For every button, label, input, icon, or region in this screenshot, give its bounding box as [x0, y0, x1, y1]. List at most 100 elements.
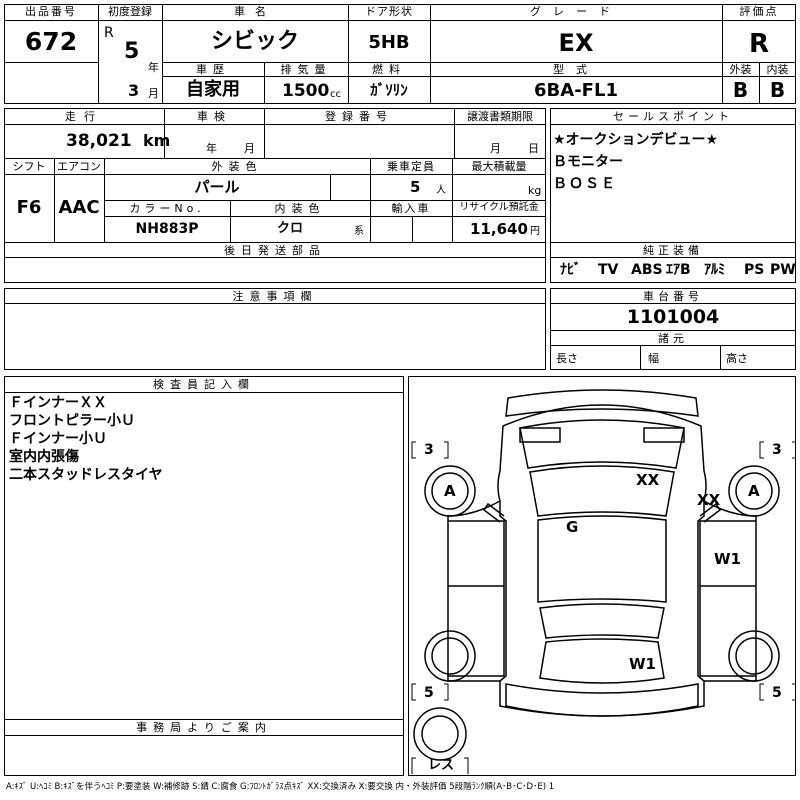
ext-label: 外装: [729, 63, 752, 76]
fuel-label: 燃料: [372, 63, 406, 76]
equip-tv: TV: [598, 262, 619, 278]
spare-tire-mark: レス: [428, 758, 455, 773]
recycle-label: リサイクル預託金: [459, 202, 539, 213]
legend: A:ｷｽﾞ U:ﾍｺﾐ B:ｷｽﾞを伴うﾍｺﾐ P:要塗装 W:補修跡 S:錆 …: [6, 782, 555, 792]
era: R: [104, 25, 114, 41]
inspector-line-5: 二本スタッドレスタイヤ: [9, 467, 163, 483]
diagram-block: [408, 376, 796, 776]
car-name-label: 車名: [234, 5, 276, 18]
wheel-fl-mark: A: [444, 482, 456, 500]
capacity: 5: [410, 178, 421, 196]
notes-block: [4, 288, 546, 370]
chassis-number: 1101004: [626, 306, 720, 328]
shift-label: シフト: [12, 160, 46, 173]
inspection-month-unit: 月: [244, 142, 255, 155]
chassis-block: [550, 288, 796, 370]
chassis-label: 車台番号: [643, 290, 703, 303]
ac: AAC: [58, 197, 100, 218]
max-load-unit: kg: [528, 184, 542, 197]
reg-year: 5: [124, 39, 140, 64]
door: 5HB: [368, 32, 410, 53]
recycle-unit: 円: [530, 226, 540, 237]
height-label: 高さ: [726, 352, 748, 365]
color-no: NH883P: [135, 221, 199, 237]
history: 自家用: [186, 79, 240, 100]
lot-no-label: 出品番号: [25, 5, 77, 18]
model-label: 型式: [553, 63, 599, 76]
header-block: [4, 4, 796, 104]
sales-line-3: ＢＯＳＥ: [553, 176, 617, 192]
int-color-unit: 系: [354, 226, 364, 237]
equip-airbag: ｴｱB: [666, 262, 691, 278]
import-label: 輸入車: [391, 202, 431, 215]
inspection-label: 車検: [197, 110, 231, 123]
inspector-block: [4, 376, 404, 776]
lot-no: 672: [24, 27, 78, 56]
history-label: 車歴: [196, 63, 230, 76]
int-color: クロ: [276, 221, 303, 236]
door-label: ドア形状: [365, 5, 413, 18]
reg-month: 3: [128, 81, 140, 100]
reg-month-unit: 月: [148, 87, 159, 100]
inspector-line-3: Ｆインナー小Ｕ: [9, 431, 107, 447]
score: R: [748, 29, 770, 59]
equipment-label: 純正装備: [643, 244, 703, 257]
transfer-month-unit: 月: [490, 142, 501, 155]
office-label: 事務局よりご案内: [136, 721, 272, 734]
int-color-label: 内装色: [274, 202, 326, 215]
fuel: ｶﾞｿﾘﾝ: [370, 81, 408, 99]
mark-w1-door: W1: [714, 550, 741, 568]
color-label: 外装色: [211, 160, 263, 173]
color-no-label: カラーNo.: [129, 202, 205, 215]
tread-rl: 5: [424, 685, 434, 701]
tread-rr: 5: [772, 685, 782, 701]
sales-line-1: ★オークションデビュー★: [553, 132, 719, 148]
reg-year-unit: 年: [148, 61, 159, 74]
grade: EX: [558, 29, 594, 57]
model: 6BA-FL1: [534, 80, 618, 101]
mark-xx-fender: XX: [697, 491, 721, 509]
equip-alloy: ｱﾙﾐ: [704, 262, 725, 278]
score-label: 評価点: [739, 5, 779, 18]
tread-fr: 3: [772, 442, 782, 458]
first-reg-label: 初度登録: [108, 5, 152, 18]
equip-abs: ABS: [631, 262, 663, 278]
mark-w1-trunk: W1: [629, 655, 656, 673]
displacement-unit: cc: [330, 89, 341, 100]
sales-line-2: Ｂモニター: [553, 154, 623, 170]
equip-ps: PS: [744, 262, 765, 278]
dims-label: 諸元: [658, 332, 688, 345]
max-load-label: 最大積載量: [471, 160, 527, 173]
equip-pw: PW: [770, 262, 796, 278]
later-parts-label: 後日発送部品: [224, 244, 326, 257]
ac-label: エアコン: [57, 160, 101, 173]
car-diagram: [411, 389, 796, 774]
grade-label: グレード: [530, 5, 622, 18]
inspector-line-1: ＦインナーＸＸ: [9, 395, 107, 411]
mark-xx-roof: XX: [636, 471, 660, 489]
inspector-line-4: 室内内張傷: [9, 449, 79, 465]
capacity-label: 乗車定員: [387, 160, 435, 173]
displacement-label: 排気量: [280, 63, 332, 76]
recycle: 11,640: [470, 220, 528, 238]
shift: F6: [16, 197, 42, 218]
int-label: 内装: [766, 63, 789, 76]
capacity-unit: 人: [436, 185, 446, 196]
length-label: 長さ: [556, 352, 578, 365]
notes-label: 注意事項欄: [232, 290, 318, 303]
equip-nav: ﾅﾋﾞ: [560, 262, 581, 278]
mark-g-windshield: G: [566, 518, 579, 536]
transfer-day-unit: 日: [528, 142, 539, 155]
reg-number-label: 登録番号: [325, 110, 393, 123]
color: パール: [194, 178, 240, 196]
displacement: 1500: [282, 81, 330, 101]
wheel-fr-mark: A: [748, 482, 760, 500]
mileage-unit: km: [143, 131, 171, 150]
ext-grade: B: [732, 78, 749, 102]
mileage-label: 走行: [65, 110, 103, 123]
details-block: [4, 108, 546, 283]
int-grade: B: [769, 78, 786, 102]
inspection-year-unit: 年: [206, 142, 217, 155]
sales-label: セールスポイント: [613, 110, 733, 123]
car-name: シビック: [210, 29, 299, 54]
